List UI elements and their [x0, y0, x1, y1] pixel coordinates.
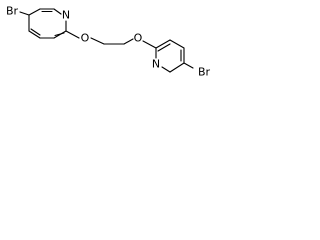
bond-o-c-right — [142, 40, 157, 49]
bond-ch2-o-right — [123, 38, 134, 45]
bond — [28, 8, 41, 16]
chemical-structure: Br N O O N Br — [6, 5, 211, 79]
bond — [155, 39, 171, 49]
bond — [169, 39, 185, 49]
atom-br-right: Br — [198, 66, 211, 79]
atom-br-left: Br — [6, 5, 19, 18]
bond-br-left — [19, 11, 30, 16]
atom-o-right: O — [134, 32, 143, 45]
bond — [28, 30, 41, 39]
left-pyridine-ring — [28, 8, 67, 39]
bond — [53, 8, 62, 15]
bond-c-o-left — [65, 30, 80, 39]
right-pyridine-ring — [155, 39, 185, 73]
bond — [161, 66, 171, 73]
bond — [54, 32, 65, 37]
bond — [30, 28, 41, 36]
bond — [169, 62, 185, 73]
atom-o-left: O — [81, 32, 90, 45]
bond-o-ch2-left — [90, 37, 105, 45]
bond-br-right — [183, 62, 194, 69]
atom-n-left: N — [62, 9, 70, 22]
bond — [157, 43, 171, 52]
atom-n-right: N — [152, 58, 160, 71]
